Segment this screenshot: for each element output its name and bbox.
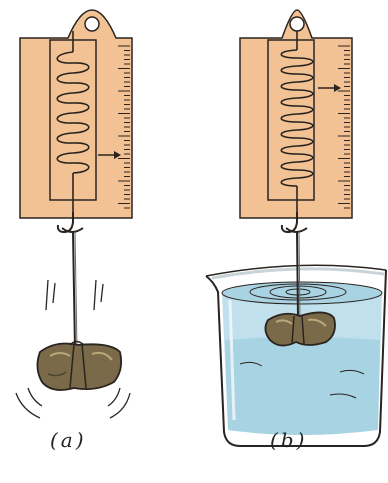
water: [222, 289, 382, 435]
panel-a: [15, 9, 133, 419]
pointer-a: [98, 151, 121, 159]
tick-marks-a: [118, 45, 130, 209]
spring-a: [56, 31, 90, 212]
caption-a: (a): [50, 428, 87, 452]
string-b: [296, 231, 299, 319]
spring-b: [280, 31, 314, 212]
string-a: [72, 231, 76, 351]
pointer-b: [318, 84, 341, 92]
hook-icon: [280, 212, 298, 234]
spring-frame-b: [267, 39, 315, 201]
tick-marks-b: [338, 45, 350, 209]
stone-b: [264, 311, 336, 347]
beaker: [205, 264, 387, 447]
stone-a: [36, 340, 123, 391]
beaker-glass: [205, 269, 387, 447]
hook-icon: [56, 212, 74, 234]
hanging-ring-b: [289, 16, 305, 32]
panel-b: [205, 9, 387, 447]
caption-b: (b): [270, 428, 308, 452]
hanging-ring-a: [84, 16, 100, 32]
motion-lines-a: [15, 279, 131, 419]
water-surface: [221, 281, 383, 305]
scale-board-a: [19, 9, 133, 219]
